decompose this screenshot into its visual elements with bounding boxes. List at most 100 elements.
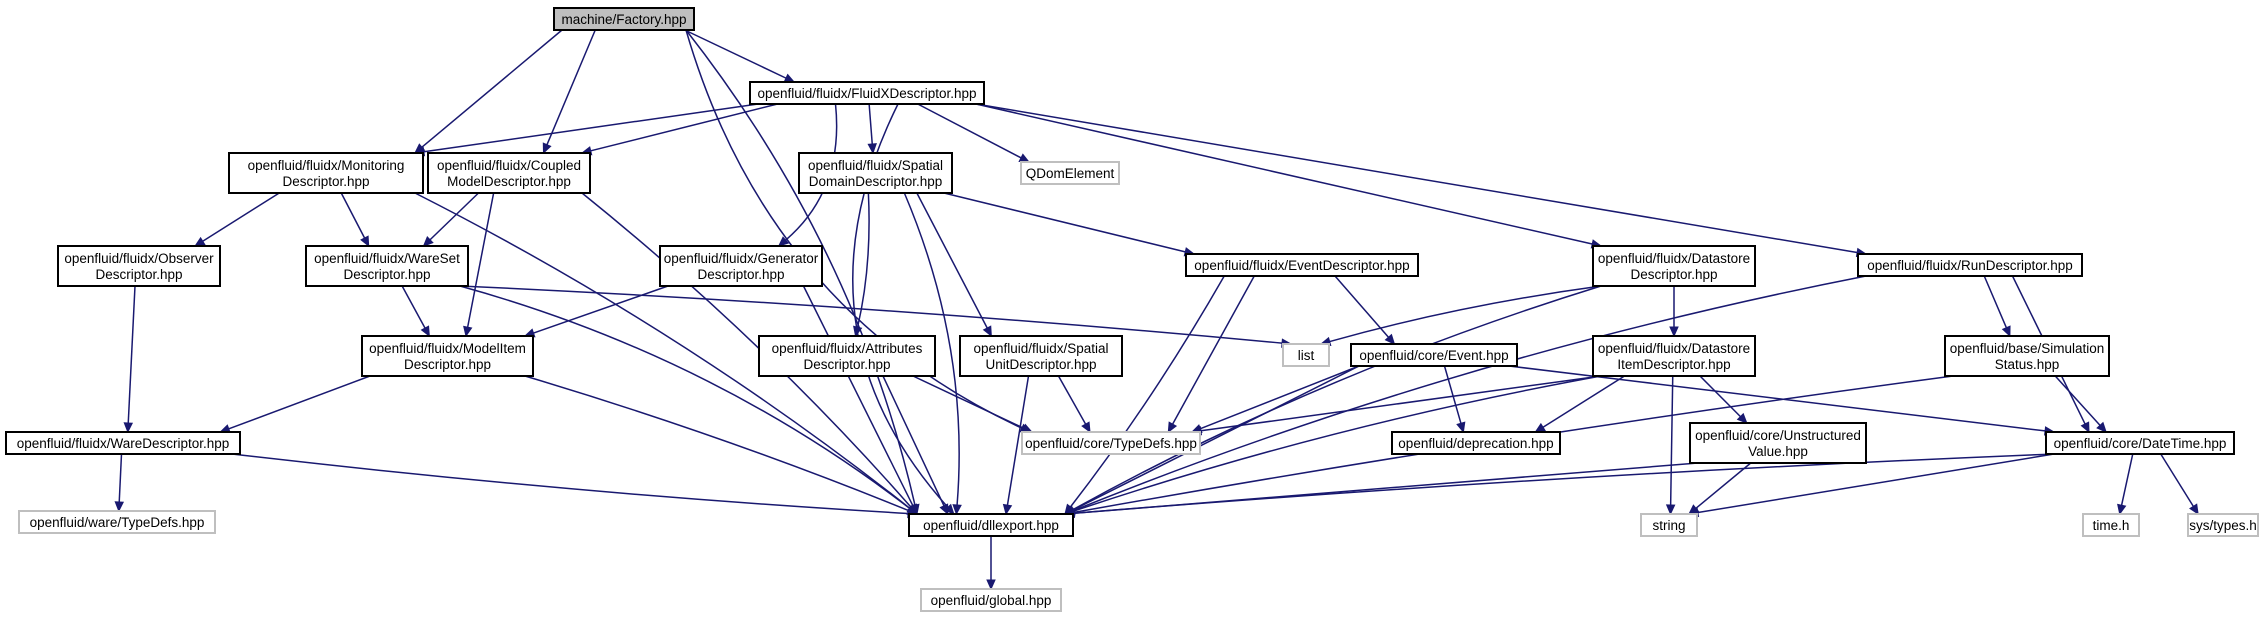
node-eventdesc[interactable]: openfluid/fluidx/EventDescriptor.hpp bbox=[1185, 253, 1419, 277]
node-label: Descriptor.hpp bbox=[282, 174, 369, 189]
node-label: openfluid/fluidx/Spatial bbox=[973, 341, 1108, 356]
edge-arrowhead bbox=[986, 579, 996, 591]
edge-arrowhead bbox=[1081, 421, 1091, 434]
edge-line bbox=[684, 29, 787, 79]
node-systypes[interactable]: sys/types.h bbox=[2187, 513, 2259, 537]
node-label: Descriptor.hpp bbox=[404, 357, 491, 372]
edge-line bbox=[1542, 375, 1625, 428]
node-box bbox=[2082, 513, 2140, 537]
node-box bbox=[1689, 422, 1867, 464]
edge-line bbox=[228, 375, 371, 430]
node-timeh[interactable]: time.h bbox=[2082, 513, 2140, 537]
edge-line bbox=[1697, 453, 2055, 514]
node-datetime[interactable]: openfluid/core/DateTime.hpp bbox=[2045, 431, 2235, 455]
node-spatialunit[interactable]: openfluid/fluidx/SpatialUnitDescriptor.h… bbox=[959, 335, 1123, 377]
edge-line bbox=[917, 103, 1022, 159]
edge-line bbox=[202, 192, 280, 242]
edge-coupled-to-modelitem bbox=[463, 192, 495, 338]
edge-arrowhead bbox=[420, 325, 430, 338]
edge-eventdesc-to-coretypedefs bbox=[1167, 275, 1255, 434]
edge-line bbox=[2160, 453, 2194, 507]
node-label: openfluid/core/DateTime.hpp bbox=[2054, 436, 2227, 451]
edge-arrowhead bbox=[2096, 421, 2107, 433]
node-box bbox=[659, 245, 823, 287]
node-box bbox=[1350, 343, 1518, 367]
edge-line bbox=[2054, 375, 2101, 426]
node-label: Descriptor.hpp bbox=[697, 267, 784, 282]
edge-fluidxdesc-to-coupled bbox=[580, 103, 778, 156]
edge-line bbox=[1073, 275, 1867, 512]
node-label: Descriptor.hpp bbox=[343, 267, 430, 282]
node-box bbox=[1020, 161, 1120, 185]
node-qdom[interactable]: QDomElement bbox=[1020, 161, 1120, 185]
edge-line bbox=[546, 29, 596, 145]
node-box bbox=[305, 245, 469, 287]
node-monitoring[interactable]: openfluid/fluidx/MonitoringDescriptor.hp… bbox=[228, 152, 424, 194]
node-waretypedefs[interactable]: openfluid/ware/TypeDefs.hpp bbox=[18, 510, 216, 534]
node-label: openfluid/fluidx/WareDescriptor.hpp bbox=[17, 436, 230, 451]
node-list[interactable]: list bbox=[1282, 343, 1330, 367]
edge-spatialdomain-to-attributes bbox=[853, 192, 870, 338]
edge-line bbox=[856, 192, 870, 328]
node-box bbox=[5, 431, 241, 455]
edge-line bbox=[421, 29, 563, 148]
edge-spatialunit-to-coretypedefs bbox=[1057, 375, 1091, 434]
edge-fluidxdesc-to-spatialdomain bbox=[867, 103, 877, 155]
edge-line bbox=[1057, 375, 1087, 425]
edge-line bbox=[916, 192, 988, 329]
node-string[interactable]: string bbox=[1640, 513, 1698, 537]
node-box bbox=[798, 152, 953, 194]
node-coretypedefs[interactable]: openfluid/core/TypeDefs.hpp bbox=[1021, 431, 1201, 455]
edge-line bbox=[581, 192, 912, 508]
edge-line bbox=[1072, 365, 1360, 511]
node-label: openfluid/fluidx/Spatial bbox=[808, 158, 943, 173]
edge-arrowhead bbox=[853, 325, 863, 338]
node-deprecation[interactable]: openfluid/deprecation.hpp bbox=[1391, 431, 1561, 455]
node-box bbox=[1857, 253, 2083, 277]
node-dsitem[interactable]: openfluid/fluidx/DatastoreItemDescriptor… bbox=[1592, 335, 1756, 377]
node-label: Descriptor.hpp bbox=[803, 357, 890, 372]
node-spatialdomain[interactable]: openfluid/fluidx/SpatialDomainDescriptor… bbox=[798, 152, 953, 194]
node-label: openfluid/fluidx/Attributes bbox=[772, 341, 923, 356]
node-global[interactable]: openfluid/global.hpp bbox=[920, 588, 1062, 612]
edge-arrowhead bbox=[952, 504, 962, 516]
edge-dsitem-to-unstructured bbox=[1699, 375, 1748, 424]
node-box bbox=[758, 335, 936, 377]
node-box bbox=[1391, 431, 1561, 455]
node-dllexport[interactable]: openfluid/dllexport.hpp bbox=[908, 513, 1074, 537]
edge-spatialdomain-to-spatialunit bbox=[916, 192, 992, 338]
edge-datastoredesc-to-dsitem bbox=[1669, 286, 1679, 338]
edge-datetime-to-systypes bbox=[2160, 453, 2199, 516]
node-box bbox=[427, 152, 591, 194]
node-box bbox=[2187, 513, 2259, 537]
edge-line bbox=[590, 103, 778, 152]
node-coupled[interactable]: openfluid/fluidx/CoupledModelDescriptor.… bbox=[427, 152, 591, 194]
node-label: ItemDescriptor.hpp bbox=[1617, 357, 1730, 372]
edge-line bbox=[1200, 365, 1360, 430]
node-factory[interactable]: machine/Factory.hpp bbox=[553, 7, 695, 31]
node-label: openfluid/core/Event.hpp bbox=[1359, 348, 1508, 363]
edge-arrowhead bbox=[1534, 422, 1546, 433]
node-fluidxdesc[interactable]: openfluid/fluidx/FluidXDescriptor.hpp bbox=[749, 81, 985, 105]
node-label: Descriptor.hpp bbox=[1630, 267, 1717, 282]
edge-line bbox=[882, 375, 945, 507]
edge-arrowhead bbox=[2117, 503, 2127, 516]
edge-line bbox=[1200, 375, 1602, 432]
edge-factory-to-fluidxdesc bbox=[684, 29, 796, 83]
node-box bbox=[1640, 513, 1698, 537]
node-rundesc[interactable]: openfluid/fluidx/RunDescriptor.hpp bbox=[1857, 253, 2083, 277]
node-label: openfluid/core/TypeDefs.hpp bbox=[1025, 436, 1197, 451]
edge-eventdesc-to-dllexport bbox=[1064, 275, 1225, 515]
node-waredesc[interactable]: openfluid/fluidx/WareDescriptor.hpp bbox=[5, 431, 241, 455]
node-box bbox=[920, 588, 1062, 612]
edge-line bbox=[975, 103, 1858, 254]
node-coreevent[interactable]: openfluid/core/Event.hpp bbox=[1350, 343, 1518, 367]
node-attributes[interactable]: openfluid/fluidx/AttributesDescriptor.hp… bbox=[758, 335, 936, 377]
